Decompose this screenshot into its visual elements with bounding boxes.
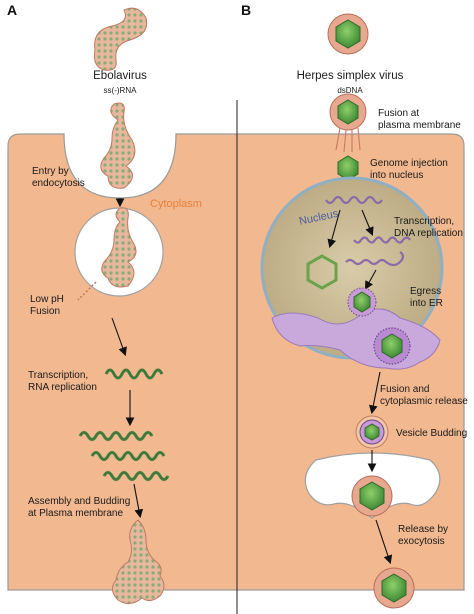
panel-label-a: A bbox=[7, 2, 18, 18]
ebola-virion-endosome-icon bbox=[77, 207, 137, 301]
ebola-arrows bbox=[111, 198, 144, 519]
released-virion-icon bbox=[373, 567, 415, 609]
herpes-step-fusion: Fusion at plasma membrane bbox=[378, 108, 461, 131]
panel-label-b: B bbox=[241, 2, 252, 18]
capsid-hexagon-icon bbox=[306, 254, 338, 290]
ebola-step-entry: Entry by endocytosis bbox=[32, 166, 85, 189]
ebola-genome: ss(-)RNA bbox=[103, 86, 137, 95]
ebola-step-fusion: Low pH Fusion bbox=[30, 294, 64, 317]
rna-helix-icon bbox=[78, 368, 170, 481]
herpes-step-cytoplasmic-release: Fusion and cytoplasmic release bbox=[380, 384, 468, 407]
herpes-step-vesicle-budding: Vesicle Budding bbox=[396, 428, 468, 439]
nucleus-arrows bbox=[327, 209, 377, 290]
vesicle-virion-icon bbox=[355, 415, 389, 449]
ebola-step-transcription: Transcription, RNA replication bbox=[28, 370, 97, 393]
ebola-virion-icon bbox=[93, 7, 148, 71]
cytoplasm-label: Cytoplasm bbox=[150, 198, 202, 210]
dna-coil-icon bbox=[325, 195, 411, 267]
herpes-virion-fusion-icon bbox=[329, 93, 367, 153]
herpes-step-egress: Egress into ER bbox=[410, 286, 443, 309]
herpes-step-transcription: Transcription, DNA replication bbox=[394, 216, 463, 239]
herpes-step-exocytosis: Release by exocytosis bbox=[398, 524, 449, 547]
ebola-step-assembly: Assembly and Budding at Plasma membrane bbox=[28, 496, 131, 519]
herpes-virion-icon bbox=[327, 13, 369, 55]
herpes-step-injection: Genome injection into nucleus bbox=[370, 158, 448, 181]
exocytosis-virion-icon bbox=[351, 475, 393, 517]
ebola-virion-budding-icon bbox=[112, 519, 165, 604]
herpes-genome: dsDNA bbox=[337, 86, 363, 95]
ebola-virion-entry-icon bbox=[100, 102, 136, 189]
er-virion-icon bbox=[373, 327, 411, 365]
nucleocapsid-egress-icon bbox=[347, 287, 377, 317]
herpes-title: Herpes simplex virus bbox=[296, 70, 404, 82]
ebola-title: Ebolavirus bbox=[93, 70, 147, 82]
herpes-arrows bbox=[367, 371, 393, 565]
